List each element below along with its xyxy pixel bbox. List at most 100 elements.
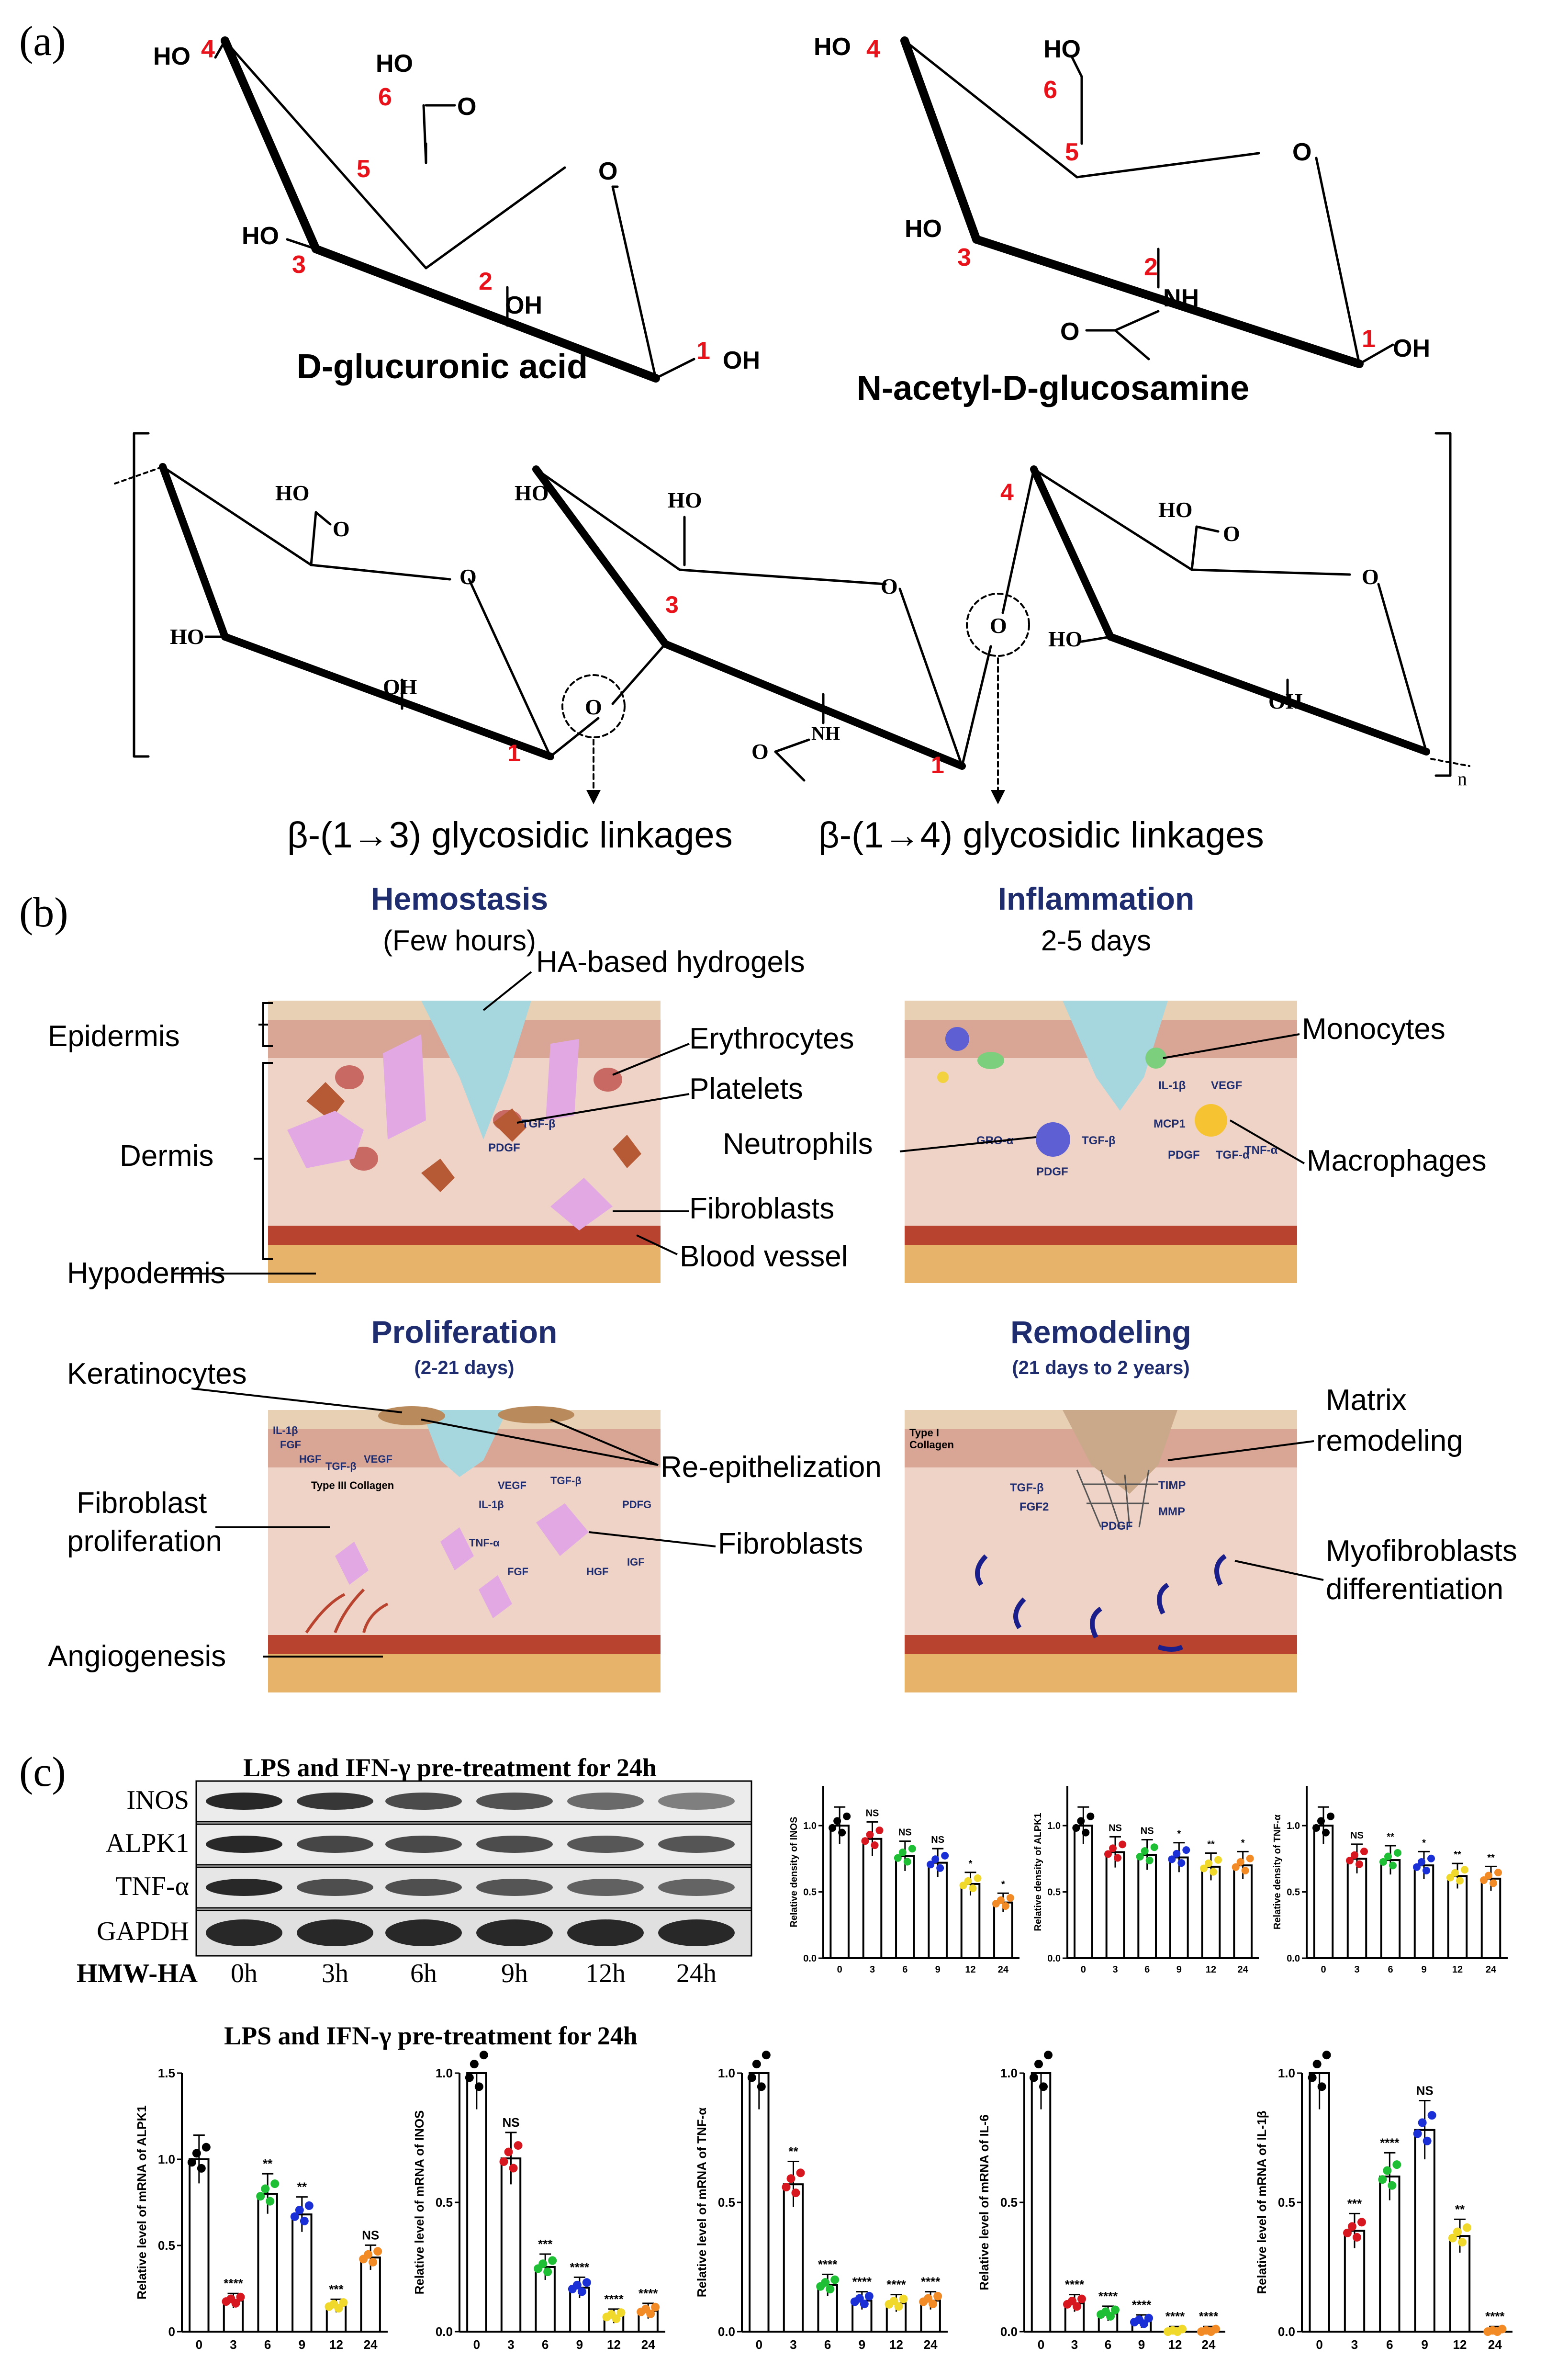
data-point [616, 2308, 626, 2317]
x-tick-label: 3 [870, 1964, 875, 1975]
wb-band [658, 1919, 735, 1946]
label-fibroblast-prolif-2: proliferation [67, 1525, 222, 1558]
y-axis-label: Relative level of mRNA of IL-6 [977, 2114, 991, 2290]
significance-label: * [1422, 1838, 1426, 1848]
glucuronic-acid-structure [214, 36, 695, 383]
m2-ring-o: O [1292, 138, 1311, 166]
data-point [1327, 1812, 1334, 1820]
x-tick-label: 24 [364, 2337, 378, 2352]
data-point [1456, 1877, 1464, 1885]
data-point [369, 2257, 378, 2267]
significance-label: ** [263, 2156, 273, 2171]
label-epidermis: Epidermis [48, 1020, 180, 1053]
data-point [187, 2158, 196, 2167]
bar [360, 2256, 381, 2333]
data-point [1077, 2294, 1086, 2303]
data-point [931, 1855, 940, 1863]
data-point [830, 2275, 840, 2284]
band-label-alpk1: ALPK1 [106, 1828, 189, 1858]
data-point [1384, 1852, 1392, 1861]
m1-c1: 1 [696, 337, 710, 365]
timepoint-12h: 12h [585, 1959, 626, 1988]
linkage-1-3-label: β-(1→3) glycosidic linkages [287, 815, 733, 856]
m2-c3: 3 [957, 244, 971, 271]
label-monocytes: Monocytes [1302, 1013, 1445, 1046]
p-il1: IL-1β [273, 1424, 298, 1436]
x-tick-label: 3 [230, 2337, 236, 2352]
data-point [908, 1845, 916, 1853]
timepoint-0h: 0h [231, 1959, 258, 1988]
data-point [833, 1817, 841, 1825]
x-tick-label: 24 [1238, 1964, 1249, 1975]
data-point [1485, 1872, 1492, 1880]
y-tick-label: 0.5 [1278, 2195, 1295, 2210]
r-mmp: MMP [1158, 1505, 1185, 1518]
p-col: Type III Collagen [311, 1479, 394, 1491]
p-r1-oh3: HO [170, 624, 204, 649]
m1-oh1: OH [723, 347, 760, 374]
bar [291, 2213, 313, 2333]
m2-oh1: OH [1393, 335, 1430, 362]
y-axis-label: Relative density of TNF-α [1272, 1814, 1283, 1929]
r-tgf: TGF-β [1010, 1481, 1044, 1494]
label-matrix-2: remodeling [1316, 1424, 1463, 1457]
significance-label: **** [639, 2286, 658, 2301]
bar [1313, 1825, 1334, 1959]
significance-label: **** [852, 2275, 872, 2289]
data-point [646, 2309, 655, 2318]
label-erythrocytes: Erythrocytes [689, 1022, 854, 1055]
x-tick-label: 24 [641, 2337, 655, 2352]
p-r3-ring-o: O [1362, 564, 1379, 589]
r-col2: Collagen [909, 1439, 954, 1451]
data-point [1030, 2073, 1038, 2082]
data-point [964, 1877, 972, 1885]
data-point [894, 2302, 903, 2311]
significance-label: NS [931, 1835, 944, 1845]
panel-c-label: (c) [19, 1749, 66, 1795]
data-point [192, 2149, 201, 2158]
data-point [969, 1884, 977, 1892]
y-tick-label: 1.0 [718, 2066, 735, 2080]
m1-c4: 4 [201, 35, 215, 63]
x-tick-label: 24 [1486, 1964, 1497, 1975]
data-point [757, 2082, 766, 2091]
data-point [1173, 1850, 1181, 1858]
y-axis-label: Relative level of mRNA of TNF-α [695, 2108, 709, 2297]
wb-band [297, 1879, 373, 1896]
data-point [261, 2184, 270, 2193]
x-tick-label: 0 [1321, 1964, 1326, 1975]
data-point [1087, 1812, 1095, 1820]
data-point [1427, 2111, 1436, 2120]
p-il12: IL-1β [479, 1499, 504, 1511]
p-r3-o: O [1223, 521, 1240, 546]
data-point [1140, 2319, 1148, 2328]
bar [1201, 1865, 1221, 1960]
x-tick-label: 3 [1112, 1964, 1118, 1975]
glucuronic-acid-name: D-glucuronic acid [297, 348, 588, 386]
y-tick-label: 1.0 [436, 2066, 453, 2080]
wb-band [567, 1793, 644, 1810]
i-tnf: TNF-α [1244, 1144, 1278, 1157]
significance-label: **** [1065, 2278, 1085, 2292]
data-point [927, 1861, 935, 1869]
x-tick-label: 0 [196, 2337, 202, 2352]
x-tick-label: 6 [1388, 1964, 1393, 1975]
data-point [1144, 2313, 1153, 2323]
data-point [1388, 2181, 1397, 2190]
data-point [202, 2143, 211, 2152]
p-r3-c4: 4 [1000, 479, 1014, 506]
significance-label: *** [538, 2237, 553, 2251]
wb-band [476, 1879, 553, 1896]
wb-band [658, 1793, 735, 1810]
x-tick-label: 9 [859, 2337, 865, 2352]
significance-label: **** [570, 2260, 590, 2274]
significance-label: ** [1207, 1839, 1215, 1850]
data-point [826, 2285, 835, 2294]
m1-c3: 3 [292, 251, 306, 279]
data-point [1418, 2118, 1427, 2127]
y-tick-label: 1.0 [1287, 1821, 1300, 1831]
m2-o-acetyl: O [1060, 318, 1079, 346]
x-tick-label: 12 [1168, 2337, 1182, 2352]
data-point [1351, 1851, 1358, 1859]
data-point [875, 1827, 884, 1835]
